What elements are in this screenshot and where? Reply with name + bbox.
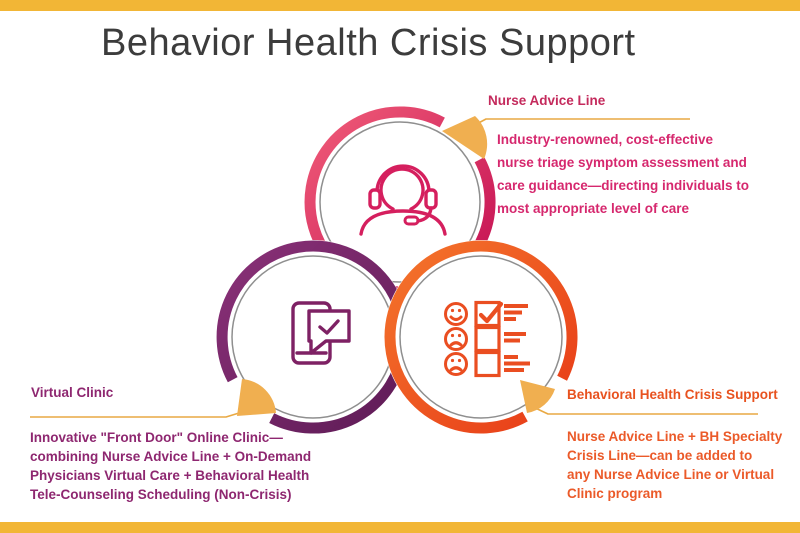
virtual-clinic-circle (216, 240, 410, 434)
bh-pointer-line (530, 405, 758, 415)
callout-text-line: any Nurse Advice Line or Virtual (567, 467, 775, 482)
callout-title: Virtual Clinic (31, 385, 114, 400)
callout-text-line: Physicians Virtual Care + Behavioral Hea… (30, 468, 310, 483)
nurse-pointer-line (470, 118, 690, 128)
callout-text-line: most appropriate level of care (497, 201, 690, 216)
callout-nurse-advice-line-body: Industry-renowned, cost-effective nurse … (497, 128, 749, 220)
callout-text-line: Crisis Line—can be added to (567, 448, 753, 463)
callout-title: Nurse Advice Line (488, 93, 606, 108)
callout-nurse-advice-line-label: Nurse Advice Line (488, 93, 605, 108)
purple-ring (216, 240, 410, 434)
inner-ring (319, 121, 481, 283)
callout-text-line: care guidance—directing individuals to (497, 178, 750, 193)
top-accent-bar (0, 0, 800, 11)
bottom-accent-bar (0, 522, 800, 533)
callout-bh-crisis-label: Behavioral Health Crisis Support (567, 387, 778, 402)
virtual-clinic-pointer-line (30, 412, 240, 418)
callout-text-line: combining Nurse Advice Line + On-Demand (30, 449, 312, 464)
callout-bh-crisis-body: Nurse Advice Line + BH Specialty Crisis … (567, 427, 782, 503)
inner-ring (399, 255, 563, 419)
headset-agent-icon (359, 164, 447, 236)
callout-text-line: Industry-renowned, cost-effective (497, 132, 714, 147)
callout-text-line: Nurse Advice Line + BH Specialty (567, 429, 783, 444)
orange-ring (384, 240, 578, 434)
bh-arrow-icon (520, 380, 555, 413)
callout-text-line: nurse triage symptom assessment and (497, 155, 747, 170)
callout-arrows (237, 116, 555, 416)
survey-checklist-icon (444, 300, 530, 378)
page-title: Behavior Health Crisis Support (101, 22, 636, 64)
callout-virtual-clinic-label: Virtual Clinic (31, 385, 113, 400)
callout-text-line: Tele-Counseling Scheduling (Non-Crisis) (30, 487, 292, 502)
callout-text-line: Innovative "Front Door" Online Clinic— (30, 430, 283, 445)
bh-crisis-support-circle (384, 240, 578, 434)
nurse-arrow-icon (442, 116, 488, 159)
checkmark (478, 301, 504, 324)
callout-text-line: Clinic program (567, 486, 663, 501)
callout-title: Behavioral Health Crisis Support (567, 387, 778, 402)
virtual-clinic-arrow-icon (237, 379, 276, 416)
tablet-chat-check-icon (291, 301, 351, 365)
callout-virtual-clinic-body: Innovative "Front Door" Online Clinic— c… (30, 428, 311, 504)
